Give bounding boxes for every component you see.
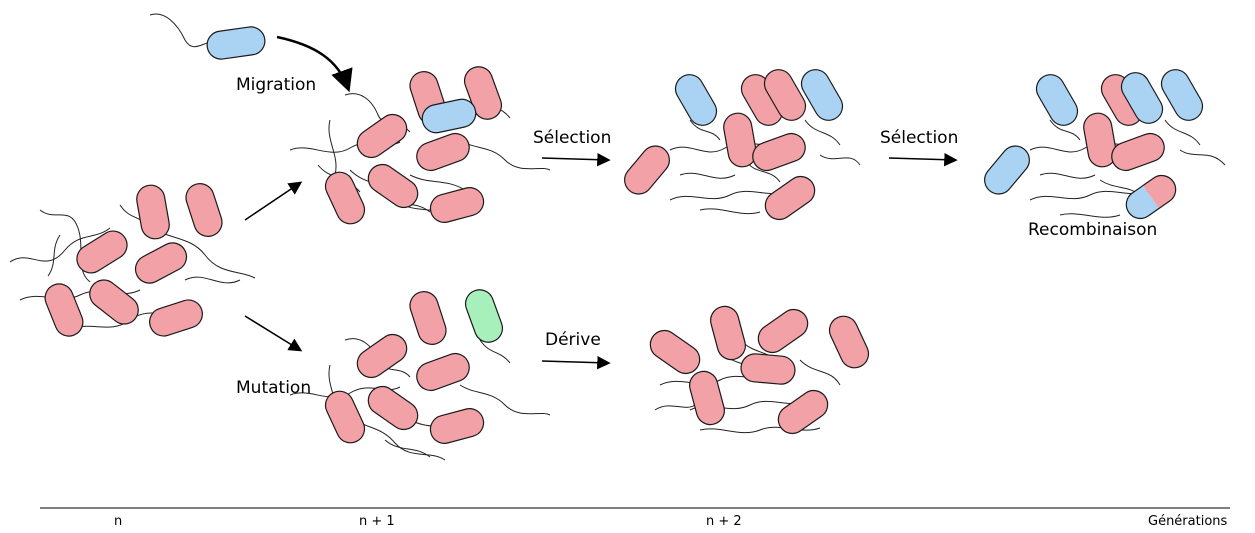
label-mutation: Mutation — [236, 378, 311, 398]
arrow-to-migration-branch — [244, 181, 303, 221]
migrant-bacterium — [421, 98, 477, 134]
bacteria-gen-n1-bottom — [324, 289, 504, 444]
bacterium — [324, 390, 366, 444]
bacterium — [764, 175, 816, 221]
migrant-bacterium — [800, 69, 844, 121]
bacterium — [777, 389, 829, 435]
label-selection-2: Sélection — [880, 128, 958, 148]
bacteria-gen-n — [44, 183, 223, 337]
migration-arrow — [276, 35, 353, 93]
arrow-selection-1 — [541, 152, 611, 167]
arrow-to-mutation-branch — [244, 315, 303, 352]
label-migration: Migration — [236, 75, 316, 95]
bacterium — [44, 283, 84, 337]
bacterium — [828, 315, 870, 369]
bacterium — [710, 305, 746, 361]
bacterium — [752, 132, 806, 172]
axis-label-n2: n + 2 — [706, 514, 742, 529]
recombinant-bacterium — [1125, 174, 1177, 220]
bacterium — [367, 385, 419, 431]
axis-label-n1: n + 1 — [359, 514, 395, 529]
bacterium — [356, 333, 408, 379]
bacterium — [649, 329, 701, 375]
bacterium — [429, 408, 485, 444]
bacteria-gen-n1-top — [324, 66, 503, 225]
axis-label-n: n — [114, 514, 122, 529]
axis-title-generations: Générations — [1148, 514, 1228, 529]
bacterium — [76, 230, 128, 274]
bacterium — [324, 171, 366, 225]
bacterium — [416, 352, 470, 392]
arrow-selection-2 — [888, 152, 958, 167]
bacterium — [757, 308, 809, 354]
bacterium — [1111, 132, 1165, 172]
bacterium — [136, 184, 170, 240]
arrow-drift — [541, 355, 611, 370]
bacterium — [134, 242, 188, 284]
migrant-bacterium — [1120, 72, 1164, 124]
bacteria-recombination — [984, 69, 1204, 195]
label-drift: Dérive — [545, 330, 601, 350]
bacterium — [149, 299, 203, 337]
migrant-bacterium — [1160, 69, 1204, 121]
migrant-bacterium — [1035, 74, 1079, 126]
bacterium — [1083, 112, 1117, 168]
mutant-bacterium — [464, 289, 504, 343]
label-recombination: Recombinaison — [1028, 220, 1157, 240]
bacterium — [723, 112, 757, 168]
bacterium — [185, 183, 223, 237]
bacterium — [624, 145, 670, 195]
bacterium — [409, 291, 447, 345]
migrant-bacterium — [984, 145, 1030, 195]
bacterium — [356, 113, 408, 159]
migrant-bacterium — [674, 74, 718, 126]
bacterium — [740, 353, 796, 385]
bacterium — [429, 187, 485, 223]
migrant-bacterium — [206, 26, 266, 60]
migrant-flagellum — [149, 13, 211, 48]
bacterium — [416, 132, 470, 172]
bacterium — [89, 279, 139, 325]
bacterium — [763, 69, 807, 121]
label-selection-1: Sélection — [533, 128, 611, 148]
bacteria-gen-n2-top — [624, 69, 844, 221]
bacterium — [689, 370, 725, 426]
bacteria-gen-n2-bottom — [649, 305, 870, 435]
